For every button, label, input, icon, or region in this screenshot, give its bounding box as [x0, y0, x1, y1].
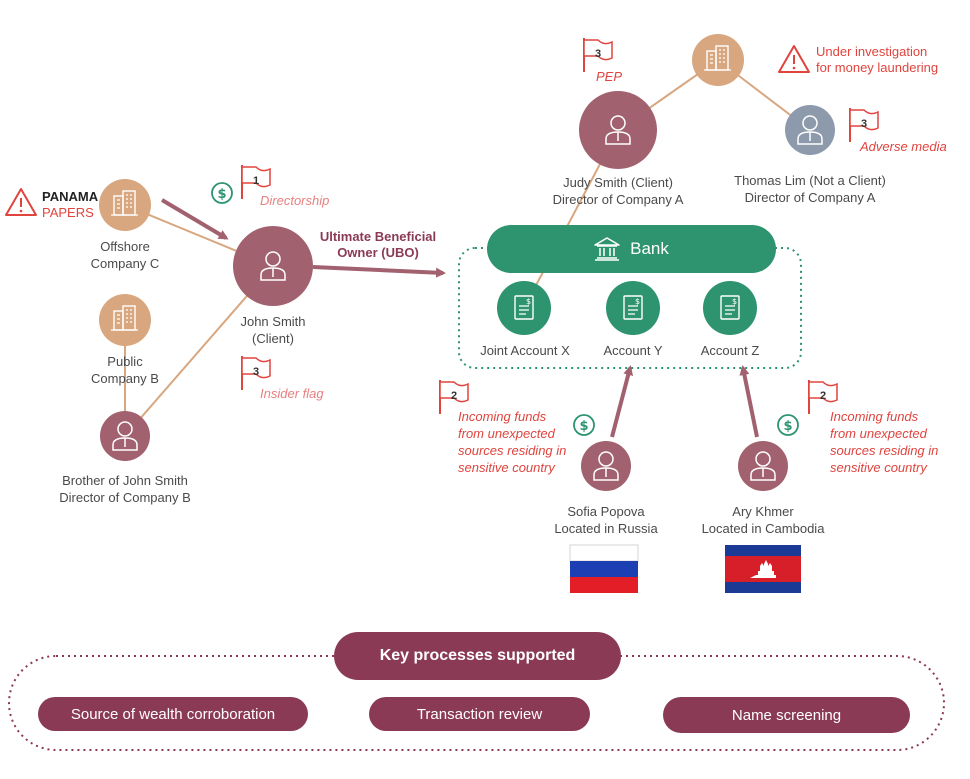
ubo-line2: Owner (UBO) [337, 245, 419, 260]
public-company-b-node[interactable] [99, 294, 151, 346]
flag-number-incoming-left: 2 [451, 390, 457, 402]
incoming-left-line2: from unexpected [458, 426, 555, 441]
incoming-left-line3: sources residing in [458, 443, 567, 458]
flag-number-adverse-media: 3 [861, 118, 867, 130]
dollar-icon [211, 182, 233, 204]
investigation-line1: Under investigation [816, 44, 928, 59]
account-z-node[interactable] [703, 281, 757, 335]
incoming-right-line4: sensitive country [830, 460, 927, 475]
incoming-funds-left-text: Incoming funds from unexpected sources r… [458, 408, 566, 476]
panama-line1: PANAMA [42, 189, 99, 204]
brother-node[interactable] [100, 411, 150, 461]
thomas-lim-label: Thomas Lim (Not a Client) Director of Co… [725, 172, 895, 206]
account-z-label: Account Z [700, 343, 760, 358]
flag-icon-insider: 3 [241, 355, 271, 391]
brother-line1: Brother of John Smith [62, 473, 188, 488]
flag-russia [569, 544, 639, 593]
incoming-funds-right-text: Incoming funds from unexpected sources r… [830, 408, 938, 476]
account-y-label: Account Y [603, 343, 663, 358]
process-transaction-review[interactable]: Transaction review [369, 697, 590, 731]
sofia-popova-node[interactable] [581, 441, 631, 491]
flag-icon-adverse-media: 3 [849, 107, 879, 143]
john-smith-label: John Smith (Client) [223, 313, 323, 347]
thomas-lim-node[interactable] [785, 105, 835, 155]
ubo-label: Ultimate Beneficial Owner (UBO) [316, 229, 440, 261]
ary-line1: Ary Khmer [732, 504, 794, 519]
judy-smith-label: Judy Smith (Client) Director of Company … [538, 174, 698, 208]
investigation-line2: for money laundering [816, 60, 939, 75]
warning-icon [5, 188, 37, 216]
offshore-company-c-label: Offshore Company C [75, 238, 175, 272]
pep-text: PEP [596, 69, 623, 84]
incoming-right-line1: Incoming funds [830, 409, 919, 424]
key-processes-title: Key processes supported [334, 632, 621, 680]
ubo-line1: Ultimate Beneficial [319, 229, 437, 244]
incoming-right-line2: from unexpected [830, 426, 927, 441]
arrow-sofia-to-account-y [610, 365, 634, 438]
john-line2: (Client) [252, 331, 294, 346]
bank-container [458, 247, 802, 369]
thomas-line2: Director of Company A [744, 190, 876, 205]
brother-label: Brother of John Smith Director of Compan… [45, 472, 205, 506]
directorship-text: Directorship [260, 193, 330, 208]
public-line2: Company B [91, 371, 159, 386]
arrow-offshore-to-john [160, 198, 229, 240]
dollar-icon [777, 414, 799, 436]
bank-header[interactable]: Bank [487, 225, 776, 273]
adverse-media-text: Adverse media [860, 139, 947, 154]
arrow-ary-to-account-z [739, 365, 759, 438]
ary-khmer-node[interactable] [738, 441, 788, 491]
flag-icon-directorship: 1 [241, 164, 271, 200]
judy-line2: Director of Company A [552, 192, 684, 207]
incoming-left-line1: Incoming funds [458, 409, 547, 424]
offshore-line1: Offshore [100, 239, 150, 254]
company-a-node[interactable] [692, 34, 744, 86]
brother-line2: Director of Company B [59, 490, 191, 505]
offshore-company-c-node[interactable] [99, 179, 151, 231]
sofia-line2: Located in Russia [554, 521, 658, 536]
sofia-popova-label: Sofia Popova Located in Russia [536, 503, 676, 537]
flag-number-incoming-right: 2 [820, 390, 826, 402]
process-name-screening[interactable]: Name screening [663, 697, 910, 733]
dollar-icon [573, 414, 595, 436]
flag-cambodia [725, 545, 801, 593]
insider-flag-text: Insider flag [260, 386, 324, 401]
bank-icon [594, 237, 620, 261]
flag-icon-pep: 3 [583, 37, 613, 73]
panama-papers-label: PANAMA PAPERS [42, 189, 98, 221]
flag-icon-incoming-left: 2 [439, 379, 469, 415]
flag-number-insider: 3 [253, 366, 259, 378]
ary-khmer-label: Ary Khmer Located in Cambodia [688, 503, 838, 537]
flag-number-directorship: 1 [253, 175, 259, 187]
public-company-b-label: Public Company B [75, 353, 175, 387]
flag-icon-incoming-right: 2 [808, 379, 838, 415]
flag-number-pep: 3 [595, 48, 601, 60]
panama-line2: PAPERS [42, 205, 94, 220]
account-y-node[interactable] [606, 281, 660, 335]
incoming-left-line4: sensitive country [458, 460, 555, 475]
warning-icon [778, 45, 810, 73]
arrow-ubo-to-bank [312, 265, 446, 278]
sofia-line1: Sofia Popova [567, 504, 645, 519]
john-smith-node[interactable] [233, 226, 313, 306]
investigation-label: Under investigation for money laundering [816, 44, 938, 76]
john-line1: John Smith [240, 314, 306, 329]
public-line1: Public [107, 354, 143, 369]
bank-label: Bank [630, 239, 669, 258]
offshore-line2: Company C [90, 256, 160, 271]
joint-account-x-label: Joint Account X [480, 343, 570, 358]
ary-line2: Located in Cambodia [701, 521, 825, 536]
joint-account-x-node[interactable] [497, 281, 551, 335]
process-source-of-wealth[interactable]: Source of wealth corroboration [38, 697, 308, 731]
thomas-line1: Thomas Lim (Not a Client) [734, 173, 886, 188]
judy-smith-node[interactable] [579, 91, 657, 169]
incoming-right-line3: sources residing in [830, 443, 939, 458]
judy-line1: Judy Smith (Client) [563, 175, 673, 190]
